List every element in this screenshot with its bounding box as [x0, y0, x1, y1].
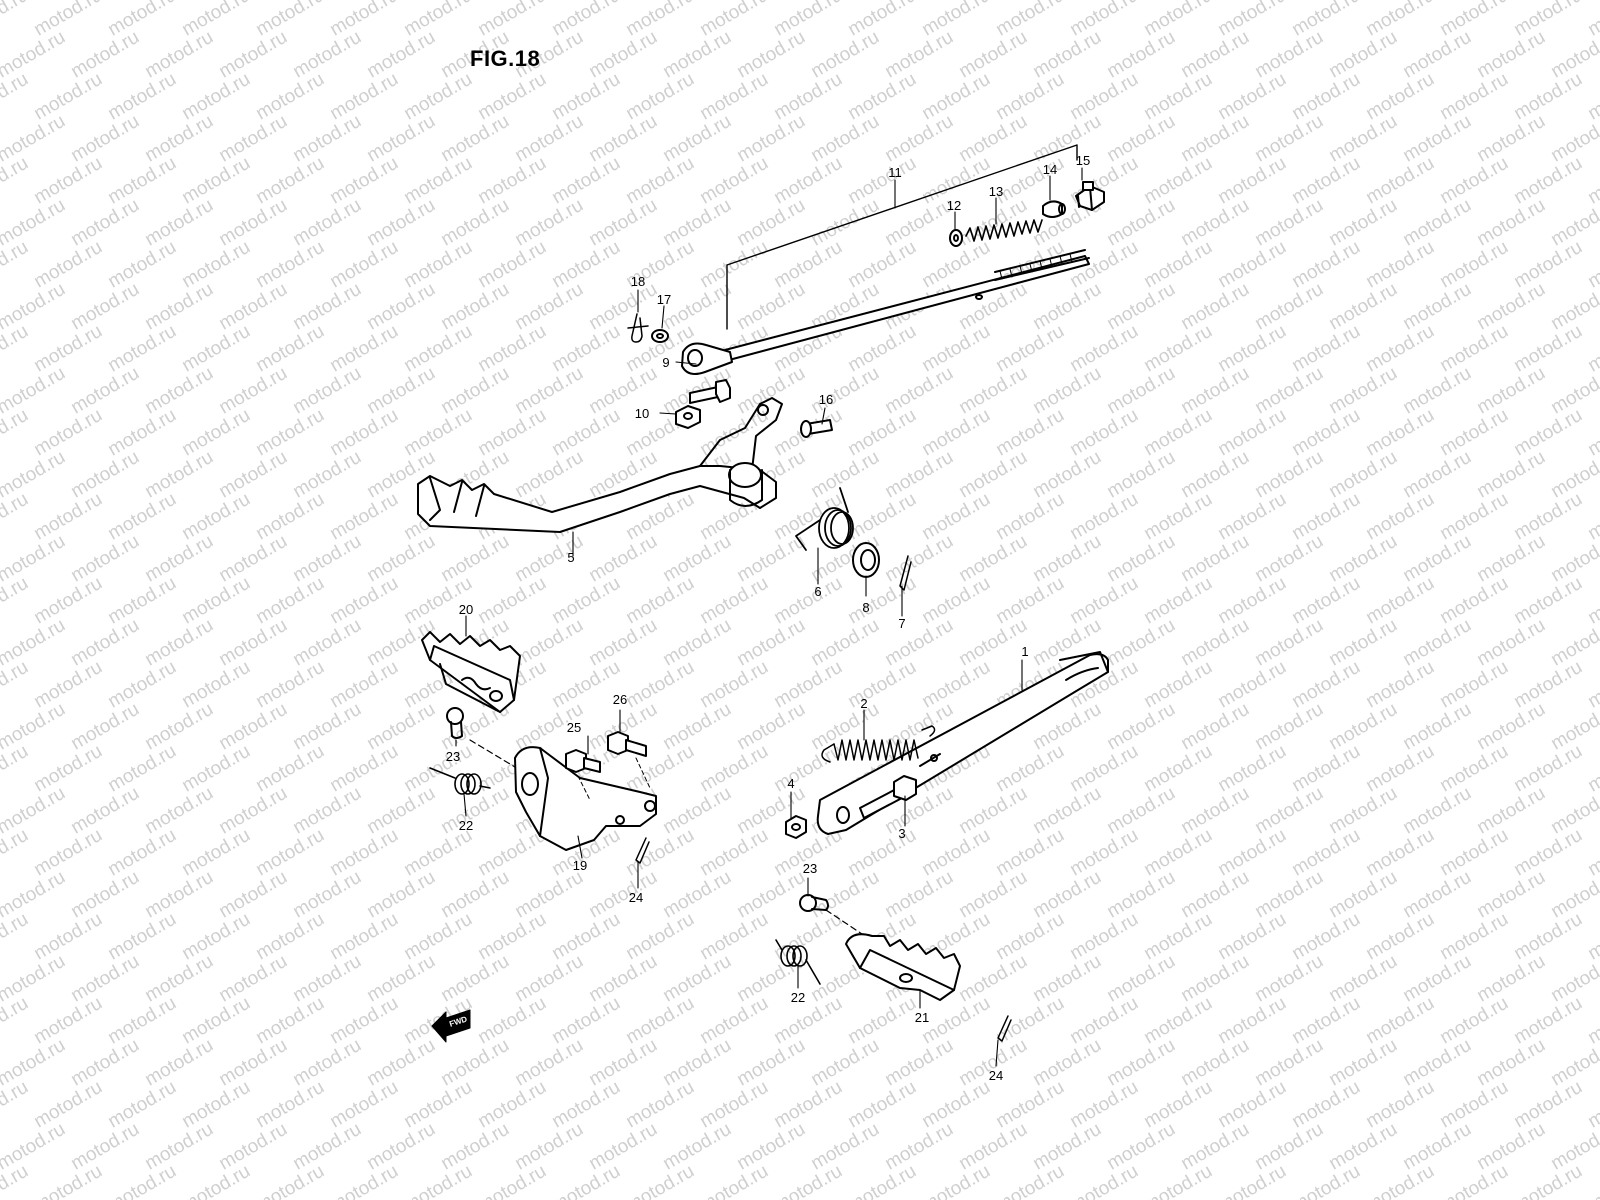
callout-12: 12	[947, 198, 961, 213]
callout-20: 20	[459, 602, 473, 617]
brake-pedal-5	[417, 397, 783, 533]
callout-15: 15	[1076, 153, 1090, 168]
callout-10: 10	[635, 406, 649, 421]
callout-25: 25	[567, 720, 581, 735]
spring-6	[795, 487, 854, 551]
cotter-pin-18	[627, 313, 649, 343]
bolt-25	[565, 749, 601, 773]
callout-8: 8	[862, 600, 869, 615]
figure-title: FIG.18	[470, 46, 541, 71]
callout-9: 9	[662, 355, 669, 370]
nut-10	[675, 405, 701, 429]
dashed-guides-left	[577, 757, 651, 801]
spring-2	[821, 725, 936, 763]
callout-11: 11	[888, 165, 902, 180]
fwd-arrow-icon: FWD	[431, 1009, 471, 1043]
cotter-pin-24-right	[997, 1015, 1012, 1042]
callout-26: 26	[613, 692, 627, 707]
callout-2: 2	[860, 696, 867, 711]
callout-22-left: 22	[459, 818, 473, 833]
footrest-bracket-19	[514, 746, 657, 851]
washer-12	[949, 229, 963, 247]
callout-24-left: 24	[629, 890, 643, 905]
assembly-line-left	[469, 739, 521, 771]
callout-17: 17	[657, 292, 671, 307]
callout-14: 14	[1043, 162, 1057, 177]
joint-14	[1042, 200, 1066, 218]
bolt-3	[859, 775, 917, 819]
pin-23-right	[799, 894, 829, 912]
rod-end-joint	[681, 342, 733, 375]
callout-5: 5	[567, 550, 574, 565]
cotter-pin-24-left	[635, 837, 650, 864]
bolt-26	[607, 731, 647, 757]
washer-17	[651, 329, 669, 343]
callout-18: 18	[631, 274, 645, 289]
assembly-line-right	[825, 909, 863, 935]
brake-rod	[724, 249, 1090, 361]
callout-19: 19	[573, 858, 587, 873]
adjust-nut-15	[1075, 181, 1105, 211]
callout-23-right: 23	[803, 861, 817, 876]
callout-16: 16	[819, 392, 833, 407]
brake-rod-assembly-bracket	[726, 144, 1078, 330]
pin-16	[800, 419, 833, 438]
callout-22-right: 22	[791, 990, 805, 1005]
callout-13: 13	[989, 184, 1003, 199]
callout-3: 3	[898, 826, 905, 841]
leader-lines	[455, 167, 1083, 1067]
spring-22-right	[775, 939, 821, 985]
side-stand-1	[816, 651, 1109, 835]
callout-23-left: 23	[446, 749, 460, 764]
callout-1: 1	[1021, 644, 1028, 659]
callout-21: 21	[915, 1010, 929, 1025]
footrest-21	[845, 933, 961, 1001]
pin-23-left	[446, 707, 464, 739]
callout-4: 4	[787, 776, 794, 791]
callout-7: 7	[898, 616, 905, 631]
bolt-9	[689, 379, 731, 404]
footrest-20	[421, 631, 521, 713]
spring-22-left	[429, 767, 491, 795]
callout-6: 6	[814, 584, 821, 599]
washer-8	[852, 542, 880, 578]
callout-24-right: 24	[989, 1068, 1003, 1083]
spring-13	[965, 219, 1043, 242]
nut-4	[785, 815, 807, 839]
cotter-pin-7	[899, 555, 912, 591]
callout-labels: 1 2 3 4 5 6 7 8 9 10 11 12 13 14 15 16 1…	[446, 153, 1090, 1083]
